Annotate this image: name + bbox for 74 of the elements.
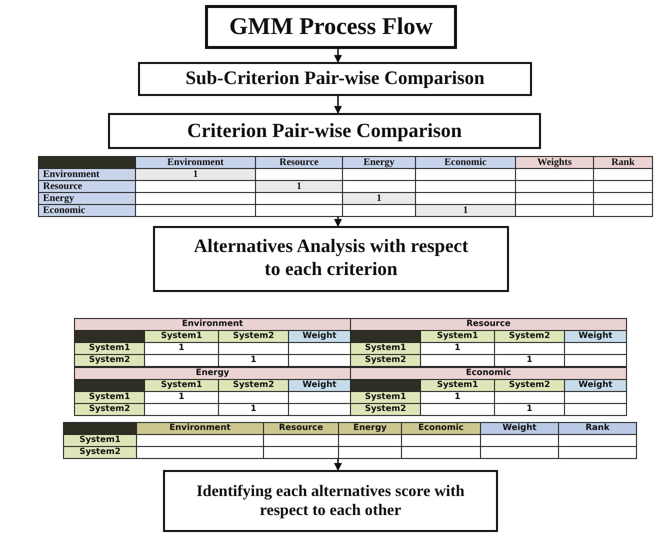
data-table xyxy=(38,156,653,217)
header-cell: Resource xyxy=(264,422,338,434)
table-title: Economic xyxy=(350,368,627,380)
table-title: Resource xyxy=(350,318,627,330)
row-header: System1 xyxy=(350,392,420,404)
row-header: System1 xyxy=(74,342,144,354)
table-cell: 1 xyxy=(416,204,516,216)
table-cell: 1 xyxy=(256,180,342,192)
table-title: Energy xyxy=(74,368,351,380)
header-cell: System2 xyxy=(218,330,288,342)
header-cell: Economic xyxy=(402,422,480,434)
arrow xyxy=(334,49,342,63)
table-cell: 1 xyxy=(218,354,288,366)
process-box xyxy=(153,226,509,292)
box-text: Criterion Pair-wise Comparison xyxy=(187,119,462,143)
table-cell: 1 xyxy=(144,342,218,354)
box-text: GMM Process Flow xyxy=(229,12,433,42)
header-cell: Weight xyxy=(288,330,351,342)
table-cell: 1 xyxy=(342,192,416,204)
table-cell: 1 xyxy=(144,392,218,404)
header-cell: Resource xyxy=(256,156,342,168)
table-cell: 1 xyxy=(218,404,288,416)
process-box xyxy=(108,113,541,149)
header-cell: Energy xyxy=(342,156,416,168)
header-cell: Energy xyxy=(338,422,402,434)
row-header: Resource xyxy=(38,180,136,192)
table-cell: 1 xyxy=(420,392,494,404)
row-header: System1 xyxy=(350,342,420,354)
row-header: System2 xyxy=(74,404,144,416)
process-box xyxy=(138,62,532,96)
table-cell: 1 xyxy=(494,404,564,416)
header-cell: Environment xyxy=(136,156,256,168)
header-cell: System2 xyxy=(494,330,564,342)
data-table xyxy=(63,422,637,459)
header-cell: Environment xyxy=(136,422,264,434)
header-cell: System1 xyxy=(420,330,494,342)
header-cell: Weight xyxy=(480,422,558,434)
header-cell: System1 xyxy=(420,380,494,392)
process-box xyxy=(163,470,498,532)
header-cell: System2 xyxy=(494,380,564,392)
table-cell: 1 xyxy=(420,342,494,354)
table-title: Environment xyxy=(74,318,351,330)
row-header: System2 xyxy=(74,354,144,366)
header-cell: Rank xyxy=(558,422,636,434)
header-cell: System1 xyxy=(144,330,218,342)
data-table xyxy=(350,318,628,367)
row-header: Environment xyxy=(38,168,136,180)
header-cell: Weight xyxy=(564,380,627,392)
box-text: Identifying each alternatives score with respect to each other xyxy=(195,482,466,520)
header-cell: System2 xyxy=(218,380,288,392)
table-cell: 1 xyxy=(494,354,564,366)
arrow xyxy=(334,459,342,471)
header-cell: System1 xyxy=(144,380,218,392)
header-cell: Weight xyxy=(288,380,351,392)
header-cell: Economic xyxy=(416,156,516,168)
arrow xyxy=(334,96,342,114)
row-header: System2 xyxy=(350,404,420,416)
data-table xyxy=(74,367,352,416)
arrow xyxy=(334,217,342,227)
box-text: Alternatives Analysis with respect to each criterion xyxy=(192,236,470,282)
table-cell: 1 xyxy=(136,168,256,180)
row-header: System2 xyxy=(64,446,136,458)
row-header: System2 xyxy=(350,354,420,366)
row-header: Energy xyxy=(38,192,136,204)
header-cell: Weights xyxy=(516,156,594,168)
process-box xyxy=(205,5,457,49)
box-text: Sub-Criterion Pair-wise Comparison xyxy=(185,68,485,90)
row-header: Economic xyxy=(38,204,136,216)
row-header: System1 xyxy=(74,392,144,404)
header-cell: Rank xyxy=(594,156,652,168)
row-header: System1 xyxy=(64,434,136,446)
data-table xyxy=(74,318,352,367)
data-table xyxy=(350,367,628,416)
header-cell: Weight xyxy=(564,330,627,342)
